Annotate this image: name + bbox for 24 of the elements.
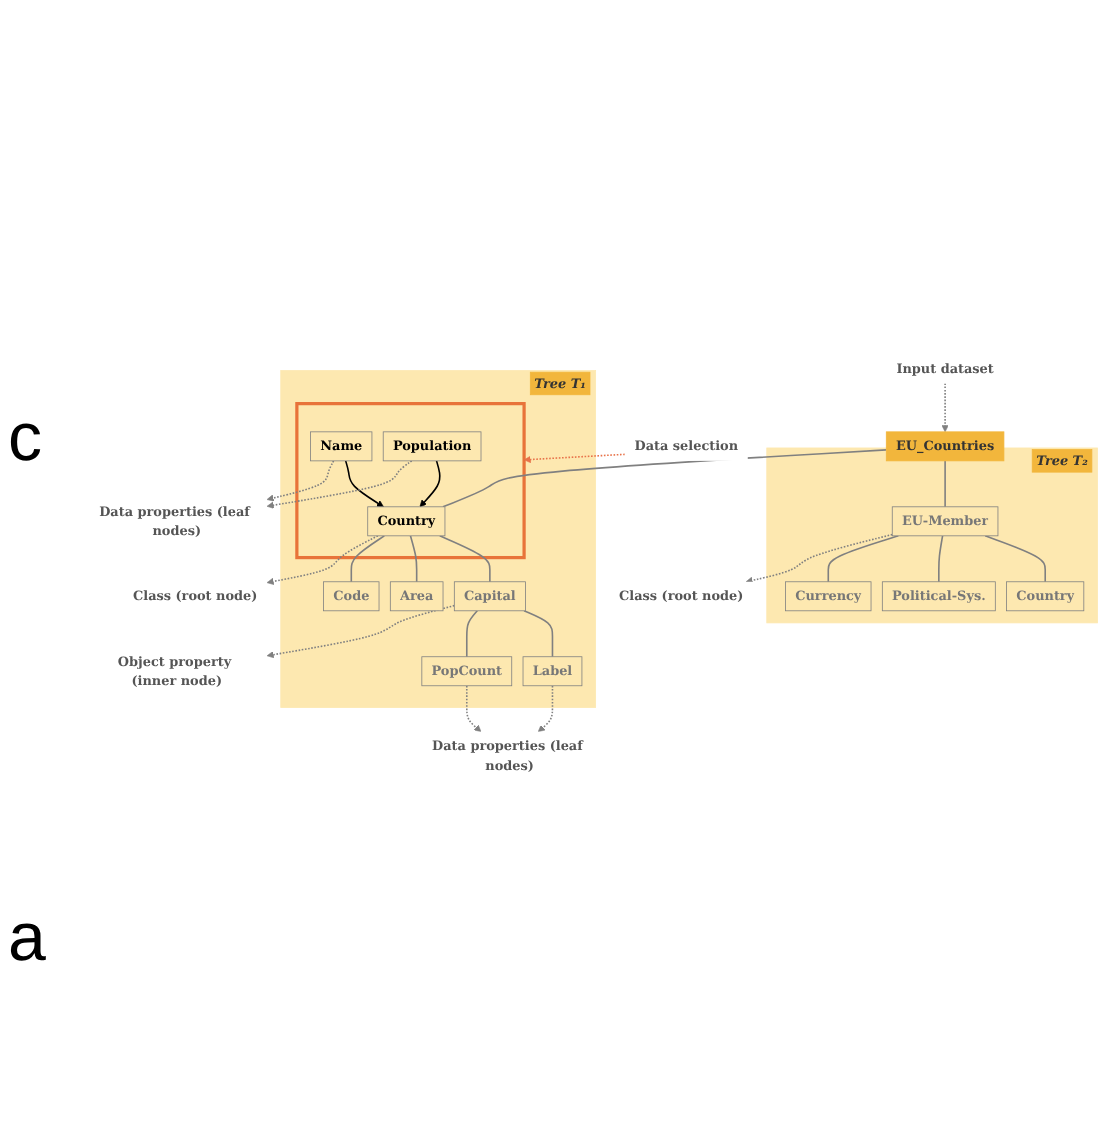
text-fragment: c <box>8 400 42 478</box>
arrow <box>537 685 554 733</box>
arrow <box>266 460 335 503</box>
arrow <box>344 460 384 508</box>
arrow <box>523 454 626 464</box>
text-fragment: a <box>8 900 46 978</box>
arrow <box>266 460 413 510</box>
connector <box>523 610 554 659</box>
connector <box>409 535 418 584</box>
connector <box>350 535 386 584</box>
connector <box>442 449 888 509</box>
connector <box>438 535 491 584</box>
arrow <box>266 535 379 586</box>
arrow <box>941 383 949 433</box>
arrow <box>466 685 482 733</box>
connector <box>827 535 900 584</box>
connector <box>938 535 944 584</box>
arrow <box>745 534 894 585</box>
arrow <box>419 460 441 508</box>
connector <box>944 460 946 509</box>
cluster <box>295 402 526 560</box>
connector <box>984 535 1046 584</box>
arrow <box>266 605 456 659</box>
connector <box>466 610 479 659</box>
